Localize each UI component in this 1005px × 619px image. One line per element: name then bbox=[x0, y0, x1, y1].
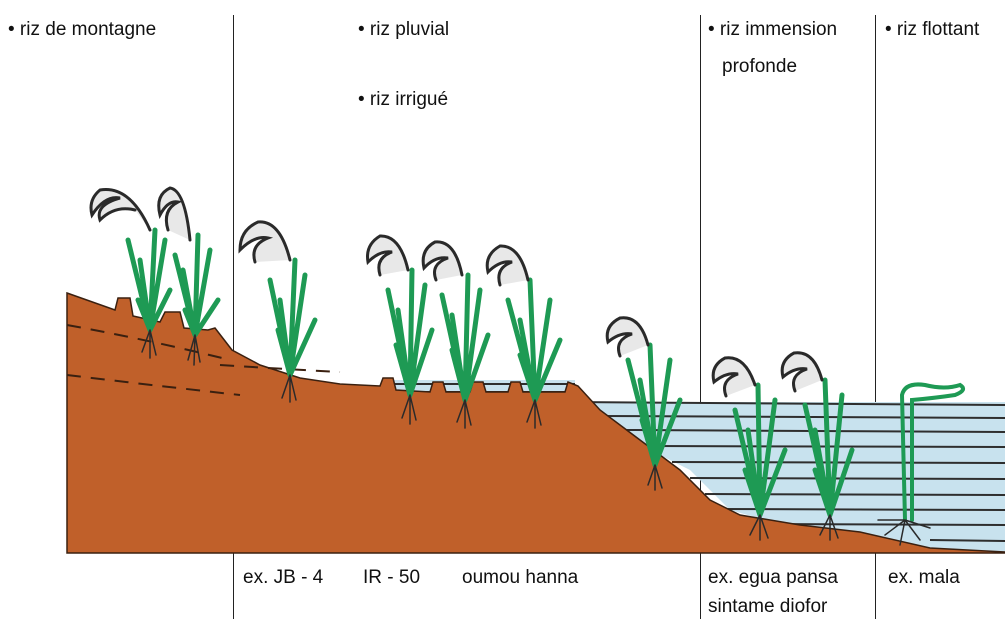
example-mala: ex. mala bbox=[888, 566, 960, 590]
example-jb4: ex. JB - 4 bbox=[243, 566, 323, 590]
example-ir50: IR - 50 bbox=[363, 566, 420, 590]
example-egua-pansa: ex. egua pansa bbox=[708, 566, 838, 590]
example-oumou-hanna: oumou hanna bbox=[462, 566, 578, 590]
example-sintame-diofor: sintame diofor bbox=[708, 595, 827, 619]
